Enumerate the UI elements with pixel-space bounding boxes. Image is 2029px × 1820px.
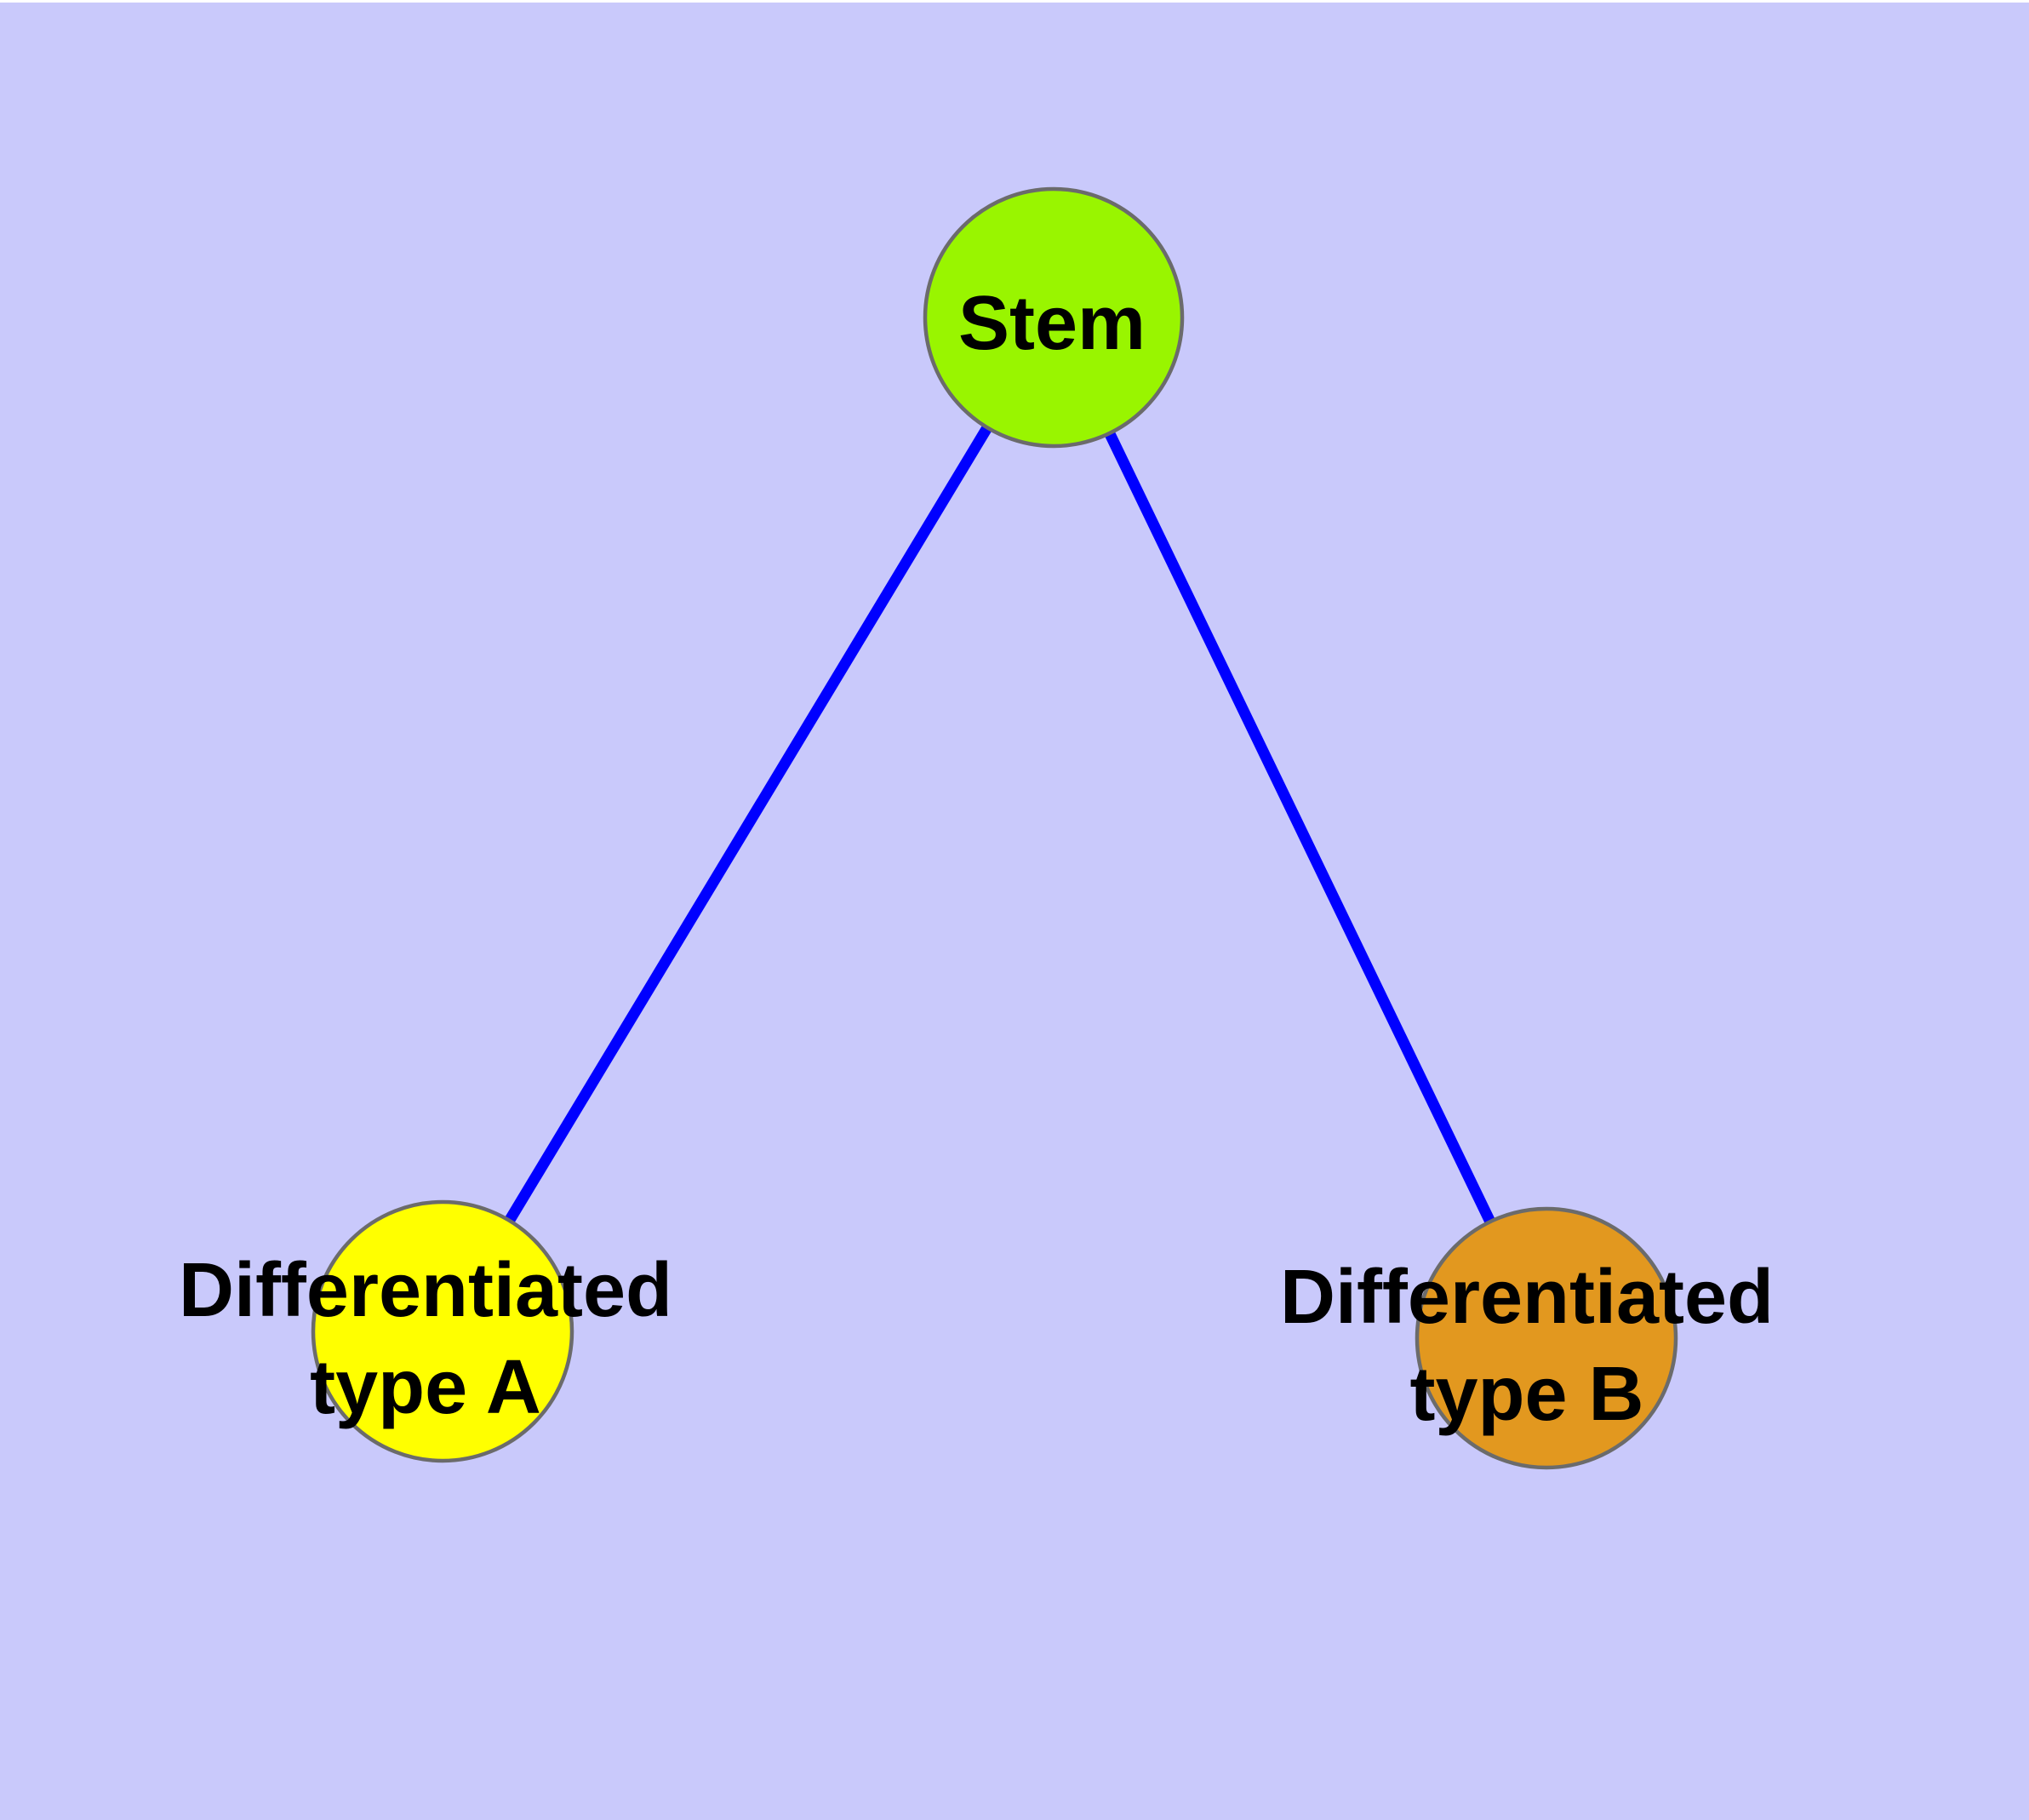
- top-margin-strip: [0, 0, 2029, 3]
- edge-stem-to-type-a: [437, 314, 1059, 1335]
- edges-layer: [437, 314, 1552, 1341]
- nodes-layer: [311, 186, 1678, 1470]
- node-type-a-label-line-2: type A: [310, 1345, 541, 1430]
- node-type-a-label-line-1: Differentiated: [179, 1248, 672, 1333]
- node-stem-label-line-1: Stem: [958, 281, 1146, 366]
- node-stem-label: Stem: [958, 281, 1146, 366]
- node-type-b-label-line-2: type B: [1409, 1352, 1643, 1437]
- node-type-b-circle: [1415, 1206, 1678, 1470]
- node-type-b-label: Differentiated type B: [1280, 1255, 1774, 1437]
- node-stem-circle: [923, 186, 1185, 449]
- node-type-a-label: Differentiated type A: [179, 1248, 672, 1430]
- node-type-b-label-line-1: Differentiated: [1280, 1255, 1774, 1340]
- node-type-a-circle: [311, 1199, 574, 1463]
- edge-stem-to-type-b: [1049, 315, 1552, 1341]
